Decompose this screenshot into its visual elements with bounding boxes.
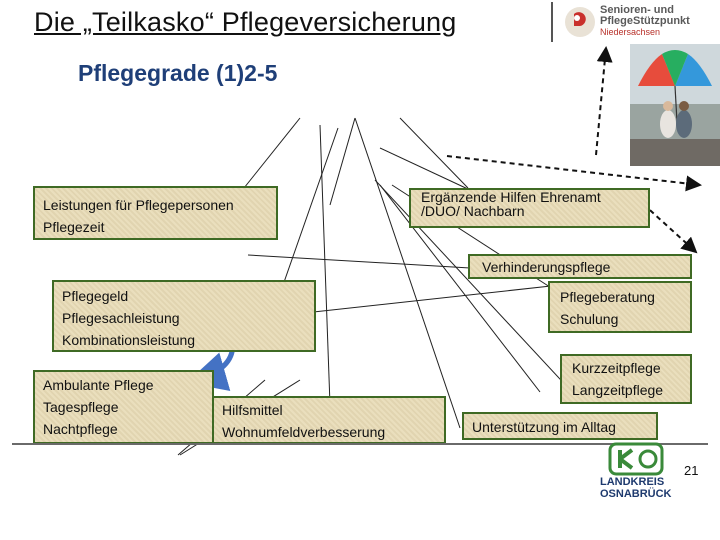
box-line: Leistungen für Pflegepersonen	[43, 197, 234, 213]
dashed-arrow-right	[446, 155, 702, 192]
logo-line-3: Niedersachsen	[600, 27, 661, 37]
box-line: Tagespflege	[43, 399, 119, 415]
senioren-pflegestuetzpunkt-logo: Senioren- und PflegeStützpunkt Niedersac…	[560, 2, 720, 42]
slide-title: Die „Teilkasko“ Pflegeversicherung	[34, 7, 457, 37]
box-line: Nachtpflege	[43, 421, 118, 437]
dashed-arrow-down	[629, 191, 698, 254]
box-ambulante-pflege: Ambulante Pflege Tagespflege Nachtpflege	[33, 370, 214, 444]
box-verhinderungspflege: Verhinderungspflege	[468, 254, 692, 279]
box-line: Unterstützung im Alltag	[472, 419, 616, 435]
logo-line-2: PflegeStützpunkt	[600, 15, 690, 27]
connector-line	[319, 124, 331, 406]
connector-line	[379, 147, 471, 191]
box-line: Pflegeberatung	[560, 289, 655, 305]
slide-subtitle: Pflegegrade (1)2-5	[78, 60, 278, 86]
box-line: /DUO/ Nachbarn	[421, 203, 525, 219]
landkreis-emblem-icon	[608, 442, 664, 476]
logo-mark-icon	[565, 7, 595, 37]
connector-line	[374, 179, 573, 393]
box-hilfsmittel: Hilfsmittel Wohnumfeldverbesserung	[212, 396, 446, 444]
connector-line	[379, 184, 541, 393]
landkreis-osnabrueck-logo: LANDKREIS OSNABRÜCK	[598, 442, 680, 502]
connector-line	[329, 117, 356, 206]
box-line: Verhinderungspflege	[482, 259, 611, 275]
box-line: Wohnumfeldverbesserung	[222, 424, 386, 440]
box-line: Ambulante Pflege	[43, 377, 154, 393]
connector-line	[399, 117, 469, 189]
footer-divider	[12, 443, 708, 445]
title-divider	[551, 2, 553, 42]
page-number: 21	[684, 463, 699, 478]
box-line: Kurzzeitpflege	[572, 360, 661, 376]
logo-bottom-line-1: LANDKREIS	[600, 476, 665, 488]
box-kurzzeitpflege: Kurzzeitpflege Langzeitpflege	[560, 354, 692, 404]
connector-line	[354, 117, 461, 429]
box-ergaenzende-hilfen: Ergänzende Hilfen Ehrenamt /DUO/ Nachbar…	[409, 188, 650, 228]
box-pflegeberatung: Pflegeberatung Schulung	[548, 281, 692, 333]
box-line: Pflegezeit	[43, 219, 105, 235]
connector-line	[247, 254, 471, 269]
box-line: Pflegegeld	[62, 288, 129, 304]
box-unterstuetzung-alltag: Unterstützung im Alltag	[462, 412, 658, 440]
logo-bottom-line-2: OSNABRÜCK	[600, 488, 672, 500]
umbrella-couple-photo	[630, 44, 720, 166]
box-pflegegeld: Pflegegeld Pflegesachleistung Kombinatio…	[52, 280, 316, 352]
box-leistungen-pflegepersonen: Leistungen für Pflegepersonen Pflegezeit	[33, 186, 278, 240]
box-line: Ergänzende Hilfen Ehrenamt	[421, 189, 601, 205]
box-line: Langzeitpflege	[572, 382, 664, 398]
box-line: Pflegesachleistung	[62, 310, 180, 326]
logo-line-1: Senioren- und	[600, 4, 674, 16]
box-line: Schulung	[560, 311, 619, 327]
dashed-arrow-logo	[595, 46, 613, 156]
box-line: Hilfsmittel	[222, 402, 283, 418]
box-line: Kombinationsleistung	[62, 332, 196, 348]
